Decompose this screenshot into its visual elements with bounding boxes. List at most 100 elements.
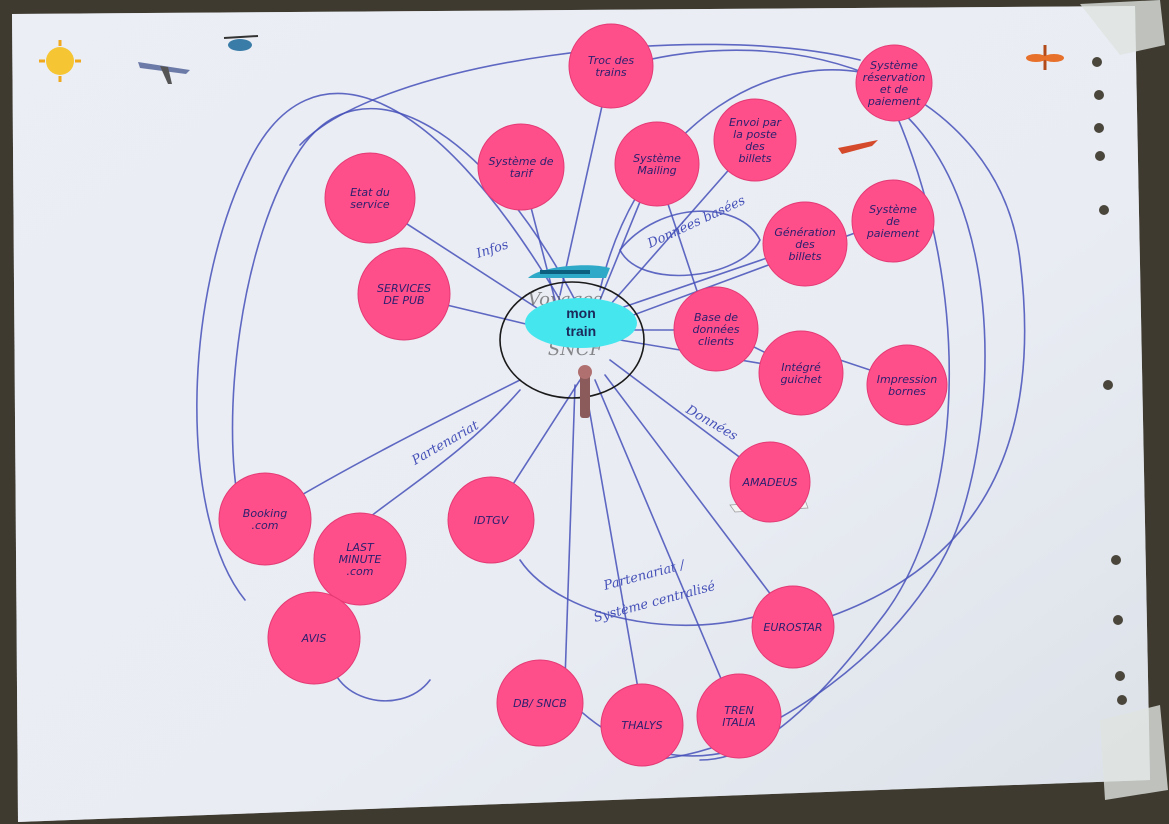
- sticker-dot: [568, 23, 654, 109]
- sticker-label: bornes: [888, 385, 926, 398]
- sticker-label: AMADEUS: [742, 476, 798, 489]
- sticker-dot: [600, 683, 684, 767]
- sticker-label: DE PUB: [383, 294, 424, 307]
- sticker-label: des: [795, 238, 815, 251]
- sticker-dot: [696, 673, 782, 759]
- sticker-label: clients: [698, 335, 734, 348]
- sticker-label: THALYS: [621, 719, 662, 732]
- sticker-label: .com: [347, 565, 374, 578]
- center-label-line1: mon: [566, 305, 596, 321]
- sticker-label: TREN: [724, 704, 754, 717]
- tape-strips: [1080, 0, 1168, 800]
- sticker-dot: [713, 98, 797, 182]
- sticker-dot: [866, 344, 948, 426]
- sticker-amadeus: AMADEUS: [729, 441, 811, 523]
- plane-icon: [838, 140, 878, 154]
- center-label-line2: train: [566, 323, 596, 339]
- sticker-avis: AVIS: [267, 591, 361, 685]
- sticker-label: billets: [739, 152, 772, 165]
- sticker-label: Envoi par: [729, 116, 782, 129]
- sticker-label: tarif: [510, 167, 535, 180]
- sticker-label: DB/ SNCB: [513, 697, 567, 710]
- sticker-label: SERVICES: [377, 282, 431, 295]
- sticker-dot: [313, 512, 407, 606]
- sticker-idtgv: IDTGV: [447, 476, 535, 564]
- sticker-label: paiement: [866, 227, 920, 240]
- sticker-label: ITALIA: [722, 716, 755, 729]
- sticker-label: Génération: [774, 226, 835, 239]
- sticker-dot: [673, 286, 759, 372]
- sticker-label: MINUTE: [339, 553, 382, 566]
- sticker-label: .com: [252, 519, 279, 532]
- sticker-dot: [267, 591, 361, 685]
- sticker-label: paiement: [867, 95, 921, 108]
- sticker-label: guichet: [780, 373, 822, 386]
- sticker-dot: [614, 121, 700, 207]
- dragonfly-icon: [1026, 45, 1064, 70]
- sticker-label: EUROSTAR: [763, 621, 822, 634]
- sticker-label: Système: [870, 59, 918, 72]
- sticker-dot: [477, 123, 565, 211]
- sticker-dot: [218, 472, 312, 566]
- sticker-label: Mailing: [637, 164, 676, 177]
- sticker-dot: [762, 201, 848, 287]
- center-node: Voyages SNCF mon train: [499, 281, 645, 399]
- sticker-dot: [855, 44, 933, 122]
- sticker-label: réservation: [863, 71, 926, 84]
- sun-icon: [39, 40, 81, 82]
- sticker-label: Troc des: [588, 54, 634, 67]
- sticker-dot: [324, 152, 416, 244]
- sticker-label: Intégré: [781, 361, 821, 374]
- sticker-dot: [729, 441, 811, 523]
- sticker-dot: [758, 330, 844, 416]
- sticker-dot: [496, 659, 584, 747]
- sticker-label: billets: [789, 250, 822, 263]
- sticker-label: Base de: [694, 311, 738, 324]
- sticker-label: Impression: [877, 373, 937, 386]
- center-badge: [525, 298, 637, 348]
- sticker-eurostar: EUROSTAR: [751, 585, 835, 669]
- sticker-label: Etat du: [350, 186, 390, 199]
- sticker-label: Booking: [243, 507, 287, 520]
- plane-icon: [138, 62, 190, 84]
- sticker-dot: [447, 476, 535, 564]
- helicopter-icon: [223, 35, 259, 51]
- sticker-label: trains: [595, 66, 627, 79]
- sticker-label: AVIS: [301, 632, 327, 645]
- sticker-booking: Booking.com: [218, 472, 312, 566]
- sticker-label: Système: [633, 152, 681, 165]
- binder-holes: [1092, 57, 1127, 705]
- sticker-label: service: [350, 198, 390, 211]
- sticker-db-sncb: DB/ SNCB: [496, 659, 584, 747]
- sticker-label: et de: [880, 83, 909, 96]
- sticker-label: IDTGV: [474, 514, 510, 527]
- sticker-label: LAST: [346, 541, 375, 554]
- sticker-label: Système: [869, 203, 917, 216]
- sticker-label: des: [745, 140, 765, 153]
- sticker-dot: [851, 179, 935, 263]
- sticker-dot: [751, 585, 835, 669]
- giraffe-icon: [578, 365, 592, 418]
- sticker-label: de: [886, 215, 900, 228]
- train-icon: [528, 265, 610, 278]
- sticker-thalys: THALYS: [600, 683, 684, 767]
- sticker-dot: [357, 247, 451, 341]
- sticker-label: Système de: [488, 155, 553, 168]
- sticker-label: données: [693, 323, 740, 336]
